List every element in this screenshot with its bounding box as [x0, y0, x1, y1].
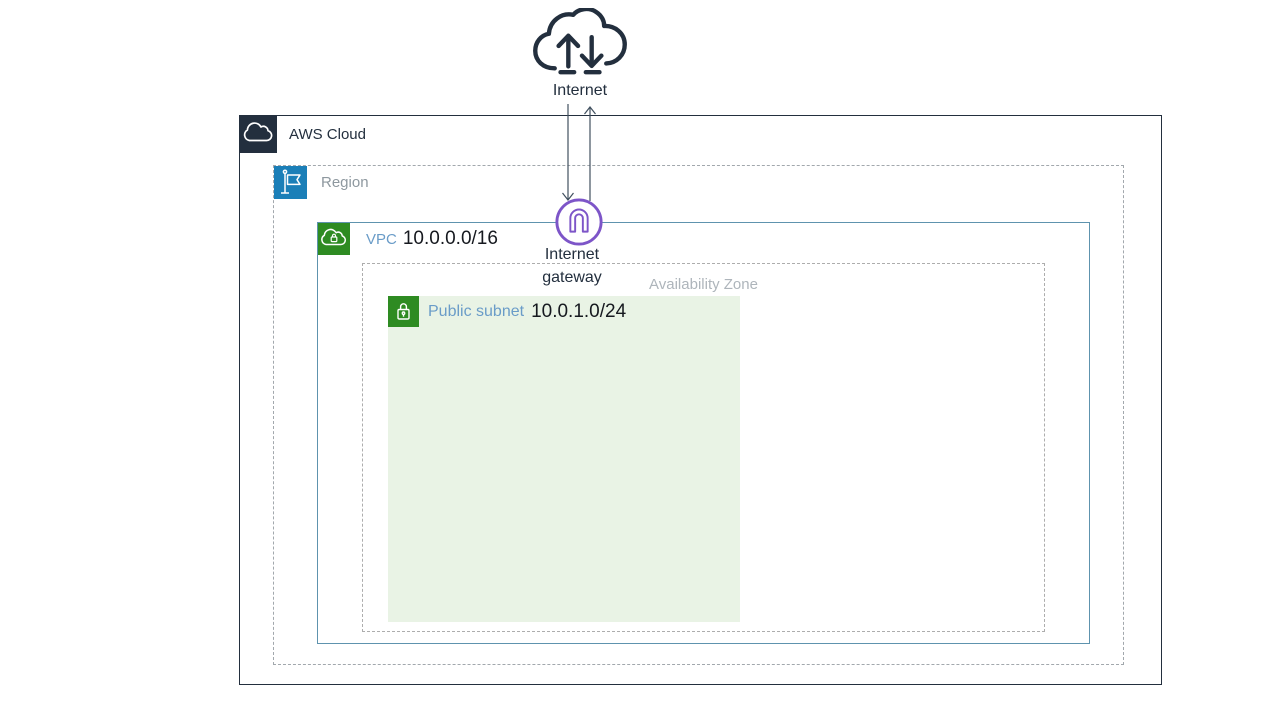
internet-traffic-arrows [562, 104, 596, 201]
vpc-label: VPC [366, 230, 397, 248]
aws-cloud-label: AWS Cloud [289, 126, 366, 143]
vpc-icon [318, 223, 350, 255]
internet-node: Internet [531, 8, 629, 104]
public-subnet-label: Public subnet [428, 302, 525, 320]
region-container: Region [273, 165, 1124, 665]
internet-label: Internet [552, 82, 608, 99]
public-subnet-header: Public subnet 10.0.1.0/24 [388, 296, 740, 327]
aws-cloud-header: AWS Cloud [240, 116, 1161, 153]
availability-zone-label: Availability Zone [649, 276, 758, 293]
internet-cloud-icon [533, 8, 627, 75]
internet-gateway-label: Internet gateway [512, 243, 632, 289]
region-flag-icon [274, 166, 307, 199]
region-header: Region [274, 166, 1123, 199]
internet-gateway-icon [554, 197, 604, 247]
public-subnet-lock-icon [388, 296, 419, 327]
vpc-container: VPC 10.0.0.0/16 [317, 222, 1090, 644]
aws-cloud-container: AWS Cloud [239, 115, 1162, 685]
internet-gateway-label-line1: Internet [544, 246, 600, 263]
vpc-header: VPC 10.0.0.0/16 [318, 223, 1089, 255]
public-subnet-cidr: 10.0.1.0/24 [531, 300, 627, 322]
vpc-cidr: 10.0.0.0/16 [402, 228, 498, 249]
region-label: Region [321, 174, 369, 191]
aws-cloud-icon [240, 116, 277, 153]
internet-gateway-label-line2: gateway [542, 269, 602, 286]
public-subnet-container: Public subnet 10.0.1.0/24 [388, 296, 740, 622]
availability-zone-container: Availability Zone [362, 263, 1045, 632]
